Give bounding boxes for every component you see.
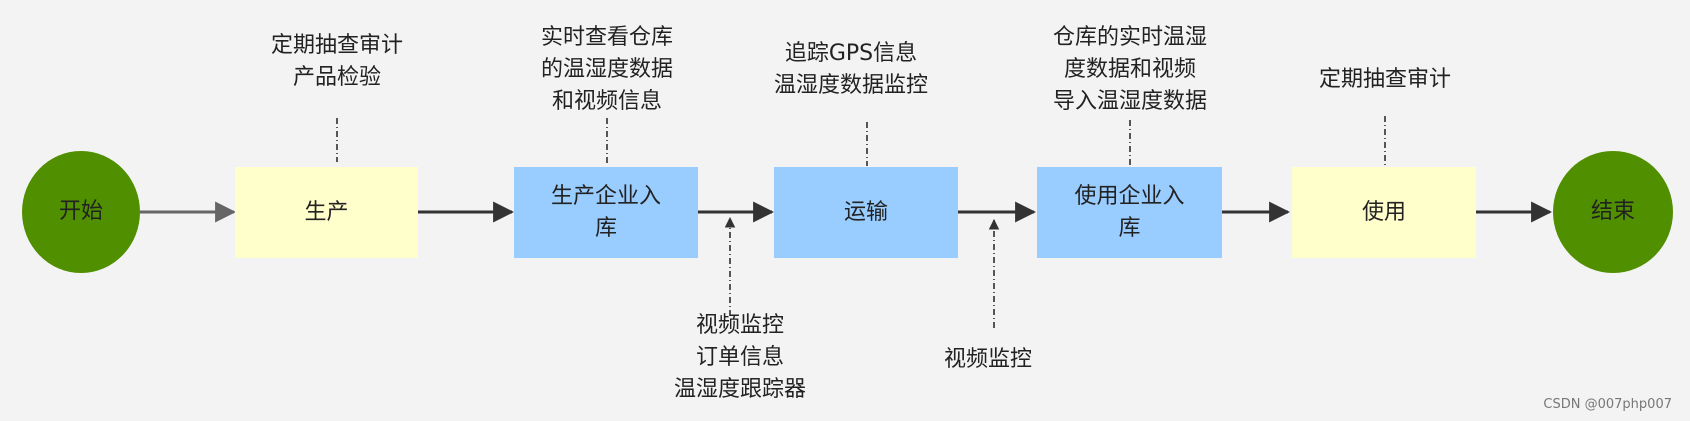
annotation-link-transport: 视频监控 订单信息 温湿度跟踪器 (673, 313, 806, 402)
production-label: 生产 (304, 199, 349, 225)
use-box: 使用 (1292, 167, 1476, 258)
transport-box: 运输 (774, 167, 958, 258)
annotation-transport: 追踪GPS信息 温湿度数据监控 (773, 41, 928, 98)
annotation-link-user-warehouse: 视频监控 (943, 347, 1032, 372)
end-node: 结束 (1553, 151, 1673, 273)
producer-warehouse-label: 生产企业入库 (550, 183, 661, 241)
annotation-production: 定期抽查审计 产品检验 (270, 33, 403, 90)
user-warehouse-label: 使用企业入库 (1074, 183, 1185, 241)
production-box: 生产 (235, 167, 418, 258)
annotation-producer-warehouse: 实时查看仓库 的温湿度数据 和视频信息 (540, 25, 673, 114)
annotation-user-warehouse: 仓库的实时温湿 度数据和视频 导入温湿度数据 (1052, 25, 1207, 114)
user-warehouse-box: 使用企业入库 (1037, 167, 1222, 258)
use-label: 使用 (1361, 199, 1406, 225)
start-node: 开始 (22, 151, 140, 273)
start-label: 开始 (58, 199, 103, 224)
annotation-use: 定期抽查审计 (1318, 67, 1451, 92)
watermark: CSDN @007php007 (1543, 397, 1672, 412)
end-label: 结束 (1590, 199, 1635, 224)
producer-warehouse-box: 生产企业入库 (514, 167, 698, 258)
transport-label: 运输 (843, 199, 888, 225)
